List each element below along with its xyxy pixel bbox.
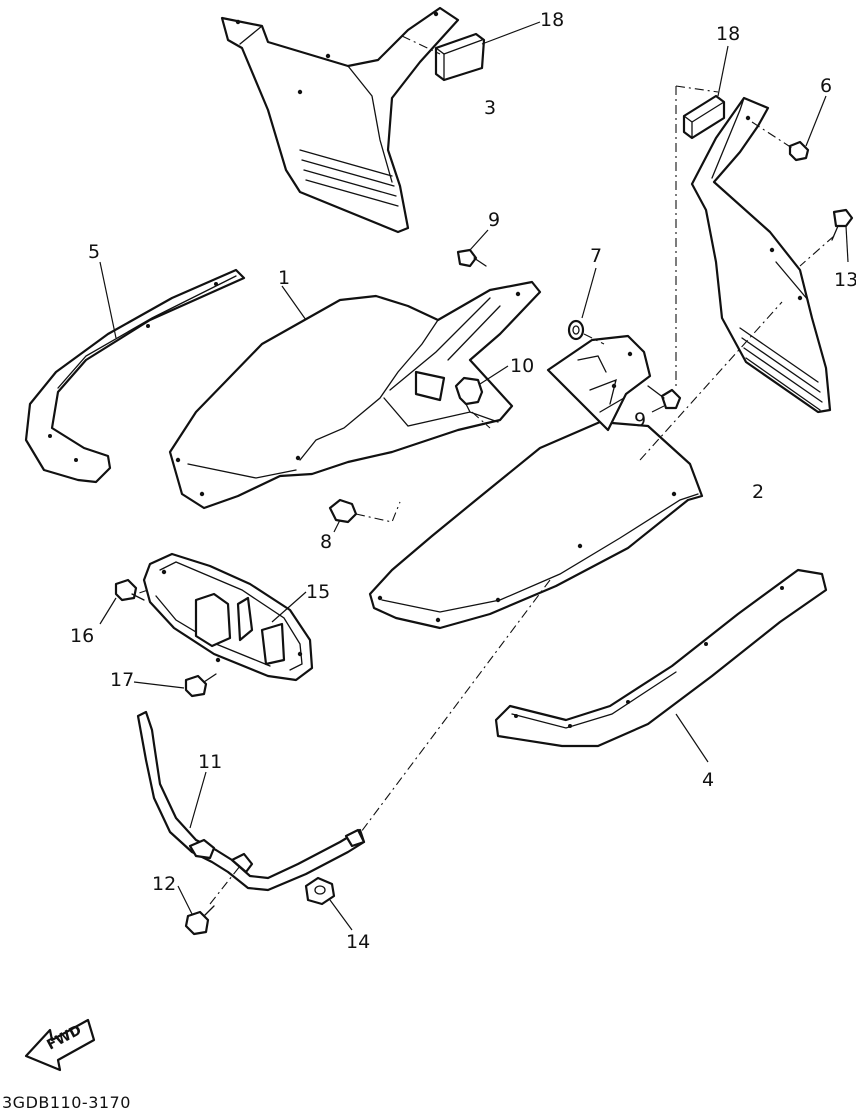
callout-6: 6: [820, 75, 832, 97]
part-4-front-fender: [368, 334, 704, 630]
part-6-bolt: [751, 95, 827, 162]
part-18-pad-left: [401, 21, 541, 82]
part-10-grommet: [454, 365, 509, 429]
callout-18-right: 18: [716, 23, 740, 45]
callout-4: 4: [702, 769, 714, 791]
callout-15: 15: [306, 581, 330, 603]
callout-5: 5: [88, 241, 100, 263]
part-16-bolt: [99, 578, 145, 625]
callout-17: 17: [110, 669, 134, 691]
part-13-screw: [799, 208, 854, 267]
callout-9-right: 9: [634, 409, 646, 431]
drawing-code: 3GDB110-3170: [2, 1093, 131, 1112]
callout-labels: 18 18 6 3 9 13 5 1 7 10 9 2 8 15 16 17 1…: [70, 9, 856, 953]
part-18-pad-right: [682, 45, 729, 140]
callout-2: 2: [752, 481, 764, 503]
part-3-side-cover: [220, 6, 460, 234]
part-1-rear-fender: [168, 280, 542, 510]
callout-11: 11: [198, 751, 222, 773]
part-9-screw-upper: [456, 229, 489, 268]
callout-16: 16: [70, 625, 94, 647]
callout-8: 8: [320, 531, 332, 553]
part-14-nut: [304, 876, 353, 931]
callout-3: 3: [484, 97, 496, 119]
callout-12: 12: [152, 873, 176, 895]
callout-18-left: 18: [540, 9, 564, 31]
part-15-bracket: [142, 552, 314, 682]
callout-13: 13: [834, 269, 856, 291]
forward-direction-arrow: FWD: [24, 1018, 96, 1072]
part-12-bolt: [177, 865, 241, 936]
part-5-trim-strip: [24, 261, 246, 484]
callout-7: 7: [590, 245, 602, 267]
callout-14: 14: [346, 931, 370, 953]
callout-1: 1: [278, 267, 290, 289]
part-9-screw-right: [647, 385, 682, 413]
assembly-lines: [129, 85, 783, 837]
part-8-grommet: [328, 498, 401, 533]
callout-10: 10: [510, 355, 534, 377]
part-11-stay: [136, 710, 366, 892]
part-17-bolt: [133, 673, 217, 698]
part-4-trim-strip: [494, 568, 828, 763]
callout-9-upper: 9: [488, 209, 500, 231]
part-2-side-cover: [690, 96, 832, 414]
part-7-washer: [567, 267, 605, 345]
